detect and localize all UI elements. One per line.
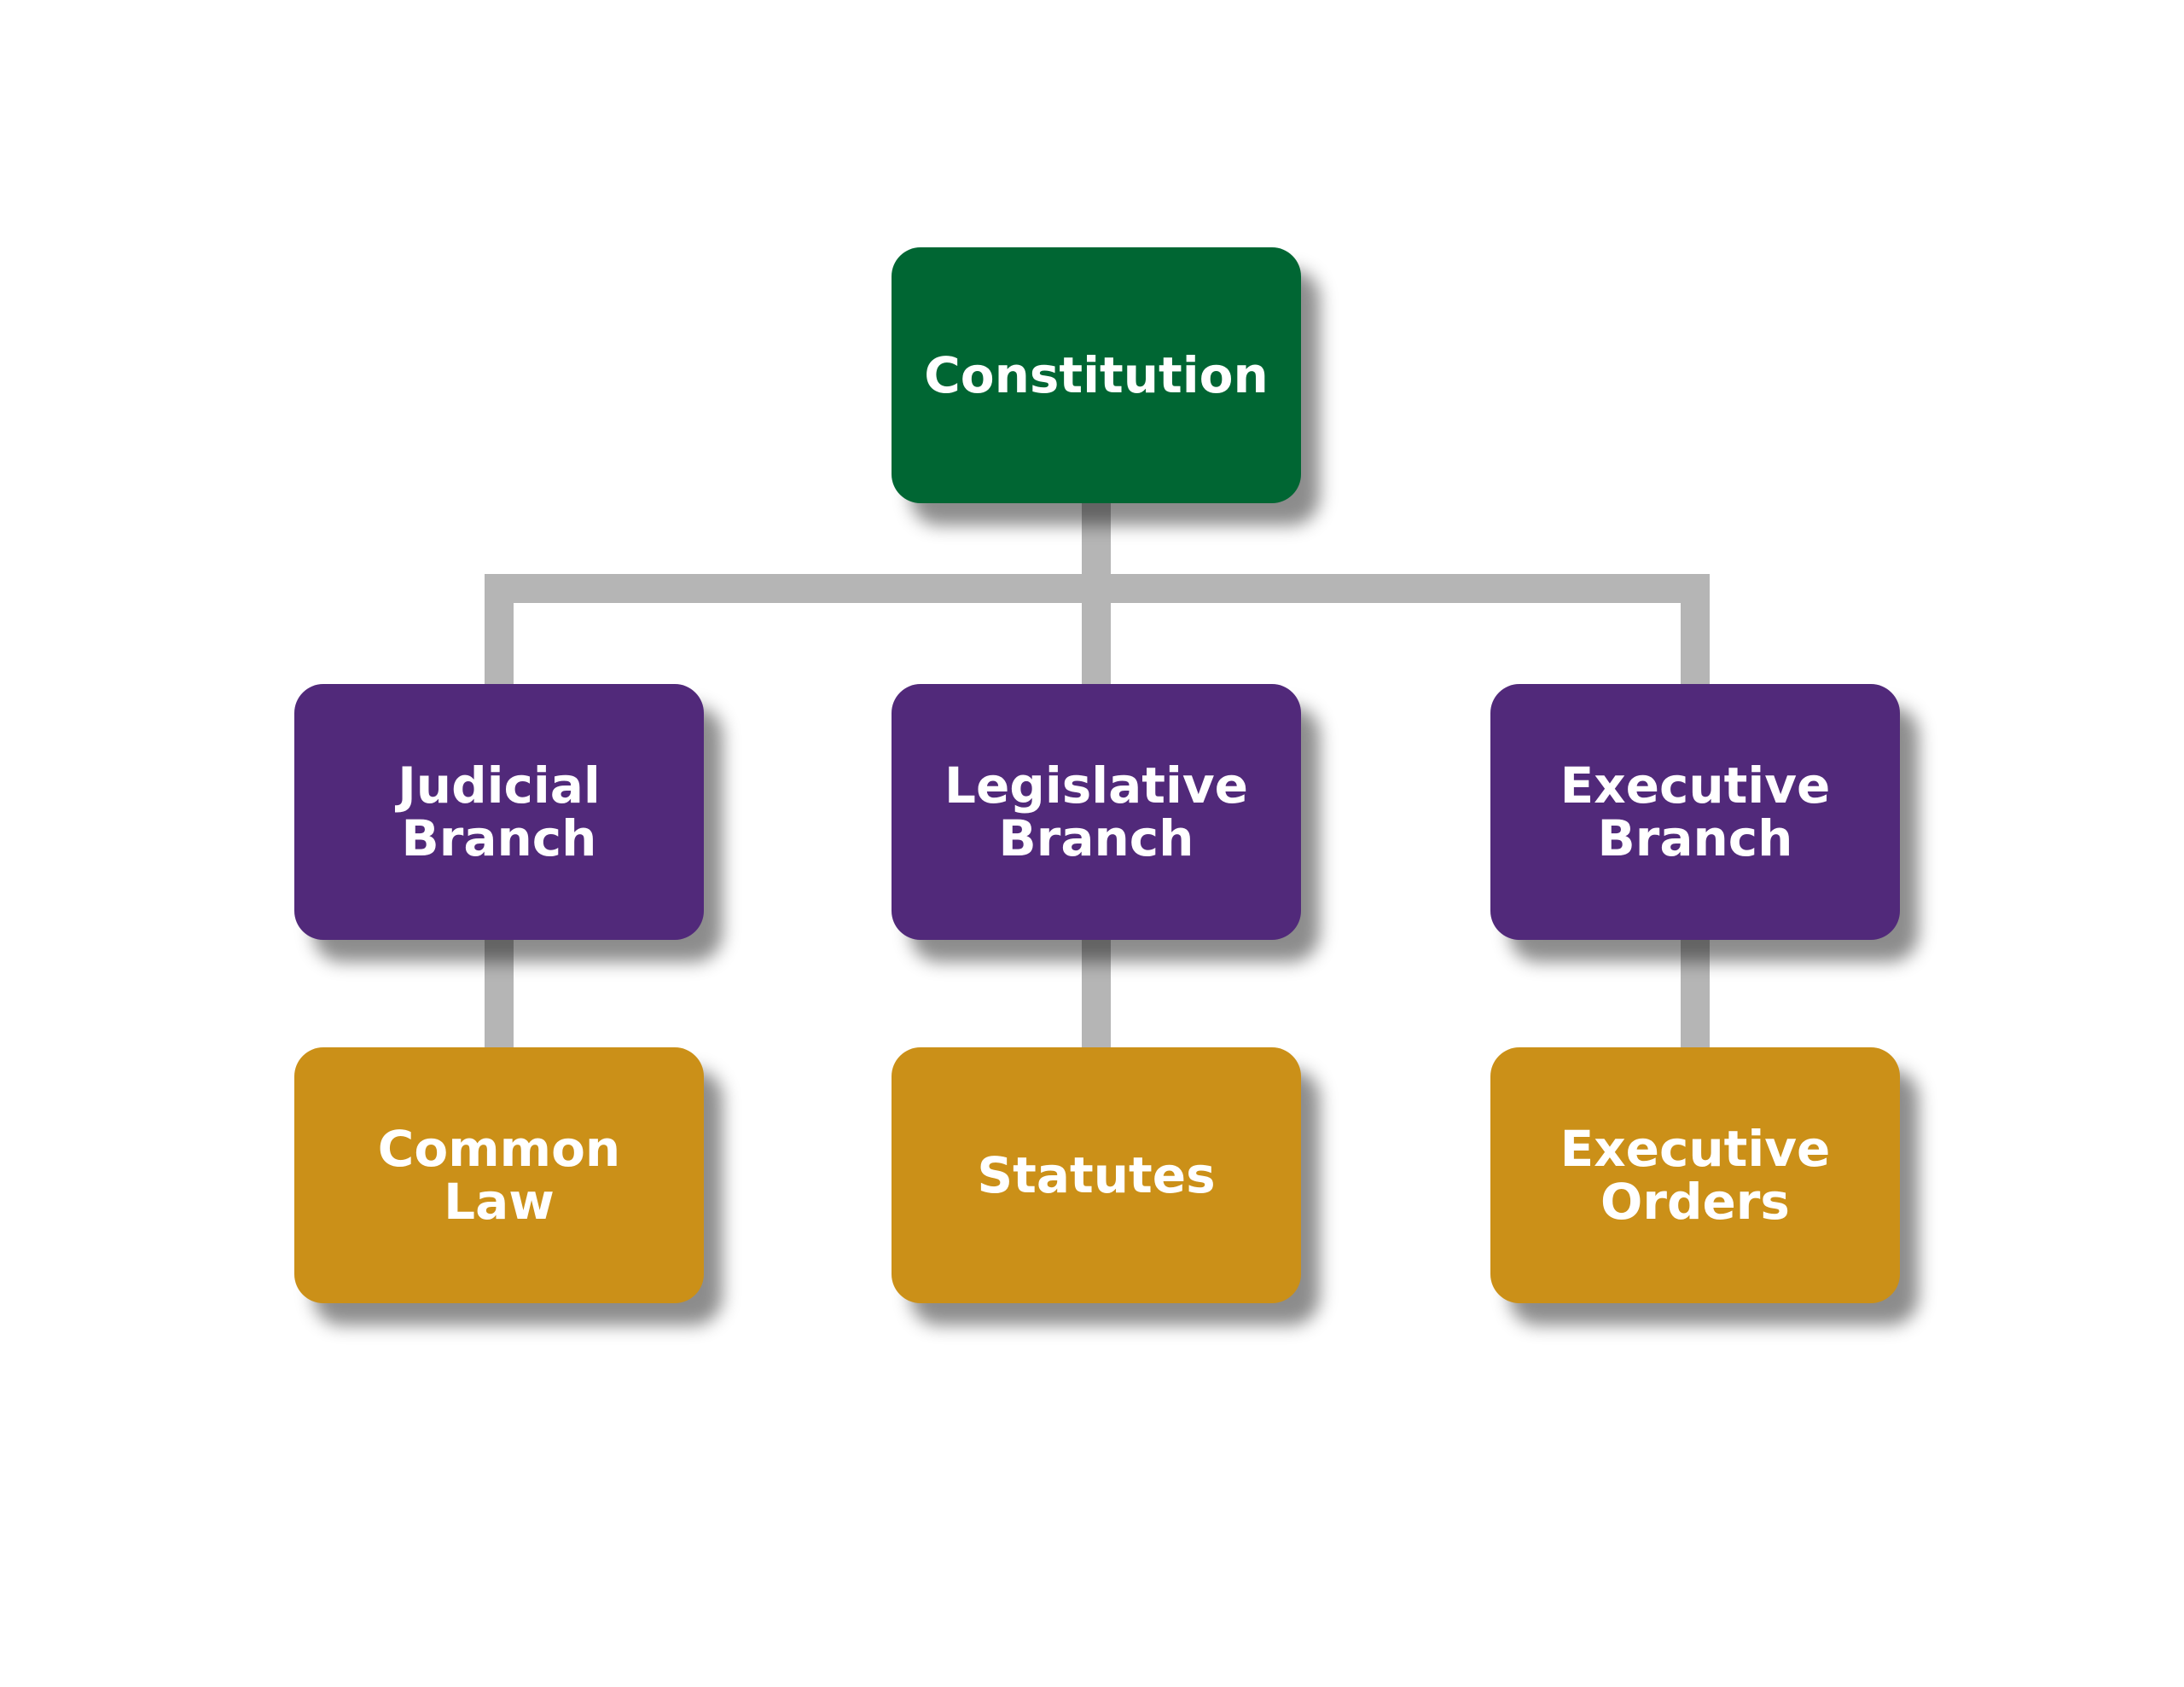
connector-executive-orders xyxy=(1681,930,1710,1058)
legislative-branch-label: Legislative Branch xyxy=(944,757,1248,867)
executive-orders-label: Executive Orders xyxy=(1560,1120,1831,1231)
constitution-box: Constitution xyxy=(892,247,1301,503)
common-law-box: Common Law xyxy=(294,1047,704,1303)
statutes-label: Statutes xyxy=(977,1146,1216,1204)
executive-branch-box: Executive Branch xyxy=(1490,684,1900,940)
common-law-label: Common Law xyxy=(377,1120,621,1231)
constitution-label: Constitution xyxy=(924,346,1269,404)
connector-judicial-common-law xyxy=(485,930,514,1058)
statutes-box: Statutes xyxy=(892,1047,1301,1303)
executive-orders-box: Executive Orders xyxy=(1490,1047,1900,1303)
executive-branch-label: Executive Branch xyxy=(1560,757,1831,867)
judicial-branch-label: Judicial Branch xyxy=(398,757,601,867)
judicial-branch-box: Judicial Branch xyxy=(294,684,704,940)
legislative-branch-box: Legislative Branch xyxy=(892,684,1301,940)
connector-legislative-statutes xyxy=(1082,930,1111,1058)
